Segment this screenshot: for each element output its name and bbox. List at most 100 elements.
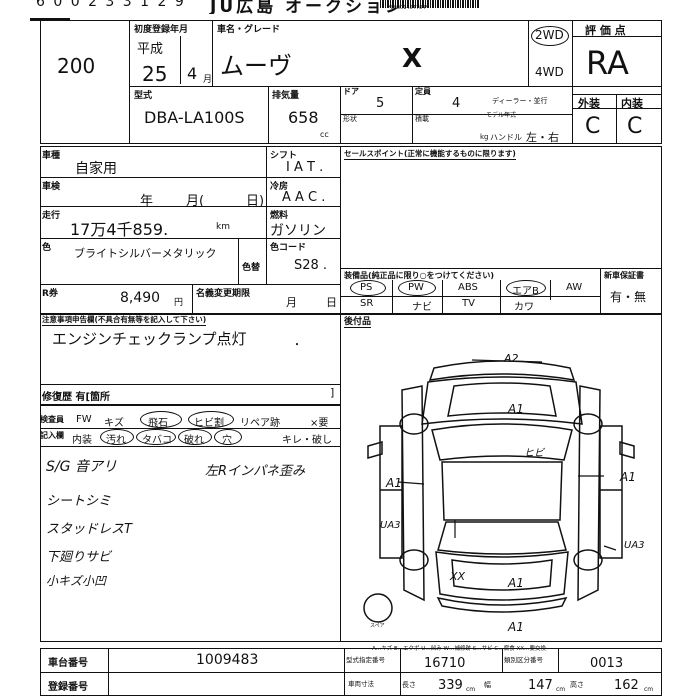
diagram-mark-left-rear: UA3 <box>380 520 401 531</box>
evaluation-label: 評 価 点 <box>585 24 626 37</box>
footer-mid <box>40 672 662 673</box>
barcode <box>380 0 480 8</box>
diagram-mark-crack: ヒビ <box>524 448 544 459</box>
usage-label: 車種 <box>42 151 61 161</box>
check-need: ×要 <box>310 418 329 429</box>
chassis-type: DBA-LA100S <box>144 108 245 127</box>
eval-divider <box>572 20 573 144</box>
check-repair: リペア跡 <box>240 418 280 429</box>
registration-month: 4 <box>187 64 198 83</box>
ac-label: 冷房 <box>270 182 289 192</box>
chassis-div-1 <box>268 86 269 144</box>
recycle-amount: 8,490 <box>120 290 161 306</box>
eq-row-rule <box>340 296 600 297</box>
lot-box <box>40 20 130 144</box>
check-cut: キレ・破し <box>282 435 332 446</box>
warranty-value: 有・無 <box>610 290 647 304</box>
top-cut-strip: JU広島 オークション *00001454784* 6 0 0 2 3 3 1 … <box>0 0 700 14</box>
model-year-label: モデル年式 <box>486 112 517 119</box>
lower-frame <box>40 314 662 642</box>
exterior-value: C <box>585 114 601 139</box>
hand-note-4: スタッドレスT <box>46 522 132 537</box>
spare-label: スペア <box>370 623 385 629</box>
model-name: ムーヴ <box>220 52 292 80</box>
mid-rule-3 <box>40 238 340 239</box>
diagram-mark-left-door: A1 <box>386 476 402 490</box>
length-unit: cm <box>466 686 476 693</box>
barcode-digits: *00001454784* <box>388 5 428 11</box>
repair-rule-top <box>40 384 340 385</box>
warranty-label: 新車保証書 <box>604 271 644 280</box>
diagram-mark-hood: A1 <box>508 402 524 416</box>
name-change-label: 名義変更期限 <box>196 289 251 299</box>
hand-note-2: 左Rインパネ歪み <box>205 464 306 479</box>
recycle-unit: 円 <box>174 298 184 308</box>
diagram-mark-rear-bumper: A1 <box>508 620 524 634</box>
recycle-div <box>192 284 193 314</box>
drive-4wd: 4WD <box>535 65 564 79</box>
equipment-label: 装備品(純正品に限り○をつけてください) <box>344 271 495 280</box>
color-code-value: S28 . <box>294 258 328 273</box>
equip-leather: カワ <box>514 302 534 313</box>
inspection-month: 月( <box>186 194 205 209</box>
chassis-rule-top <box>130 86 662 87</box>
checklist-label-2: 記入欄 <box>40 431 64 440</box>
footer-div-4 <box>502 648 503 672</box>
footer-div-2 <box>344 648 345 696</box>
model-grade: X <box>402 44 423 74</box>
middle-split <box>340 146 341 314</box>
fuel-label: 燃料 <box>270 211 289 221</box>
equip-sr: SR <box>360 298 374 309</box>
inspection-label: 車検 <box>42 182 61 192</box>
eq-sep-3 <box>500 280 501 314</box>
handle-value: 左・右 <box>526 131 559 144</box>
hand-note-5: 下廻りサビ <box>46 550 112 565</box>
chip-circle <box>140 411 182 428</box>
eval-rule <box>572 36 662 37</box>
equip-pw: PW <box>408 282 424 293</box>
mid-rule-2 <box>40 206 340 207</box>
repair-label: 修復歴 有[箇所 <box>42 392 111 403</box>
notes-text: エンジンチェックランプ点灯 <box>52 330 247 348</box>
dims-label: 車両寸法 <box>348 680 374 688</box>
color-label: 色 <box>42 243 52 253</box>
recycle-label: R券 <box>42 289 58 299</box>
lower-split <box>340 314 341 642</box>
mileage-label: 走行 <box>42 211 61 221</box>
diagram-mark-a2: A2 <box>504 352 519 365</box>
repair-rule <box>40 404 340 406</box>
top-rule <box>30 18 70 21</box>
footer-div-5 <box>558 648 559 672</box>
check-tear: 破れ <box>184 435 204 446</box>
equip-rule <box>340 268 662 269</box>
width-value: 147 <box>528 678 553 693</box>
inspection-day: 日) <box>246 194 265 209</box>
check-fw: FW <box>76 414 92 425</box>
width-unit: cm <box>556 686 566 693</box>
dirt-circle <box>100 429 134 445</box>
color-div <box>238 238 239 284</box>
chassis-rule-mid <box>340 114 572 115</box>
deadline-month: 月 <box>286 296 297 309</box>
reg-no-label: 登録番号 <box>48 682 88 693</box>
diagram-legend: A…キズ E…エクボ U…凹み W…補修跡 S…サビ C…腐食 XX…要交換 <box>372 646 547 652</box>
spec-no: 16710 <box>424 656 466 671</box>
kg-label: kg <box>480 133 489 141</box>
check-tobacco: タバコ <box>142 435 172 446</box>
drive-divider <box>528 20 529 86</box>
deadline-day: 日 <box>326 296 337 309</box>
displacement-label: 排気量 <box>272 91 300 101</box>
eq-sep-2 <box>442 280 443 314</box>
model-label: 車名・グレード <box>217 25 281 35</box>
warranty-div <box>600 268 601 314</box>
shift-label: シフト <box>270 151 298 161</box>
ps-circle <box>350 280 386 296</box>
chassis-no-label: 車台番号 <box>48 658 88 669</box>
middle-frame <box>40 146 662 314</box>
twd-circle <box>531 26 569 46</box>
height-label: 高さ <box>570 681 584 689</box>
notes-tick: ・ <box>292 340 302 351</box>
equip-tv: TV <box>462 298 475 309</box>
model-label-small: 形状 <box>343 115 357 123</box>
car-diagram <box>363 359 635 623</box>
